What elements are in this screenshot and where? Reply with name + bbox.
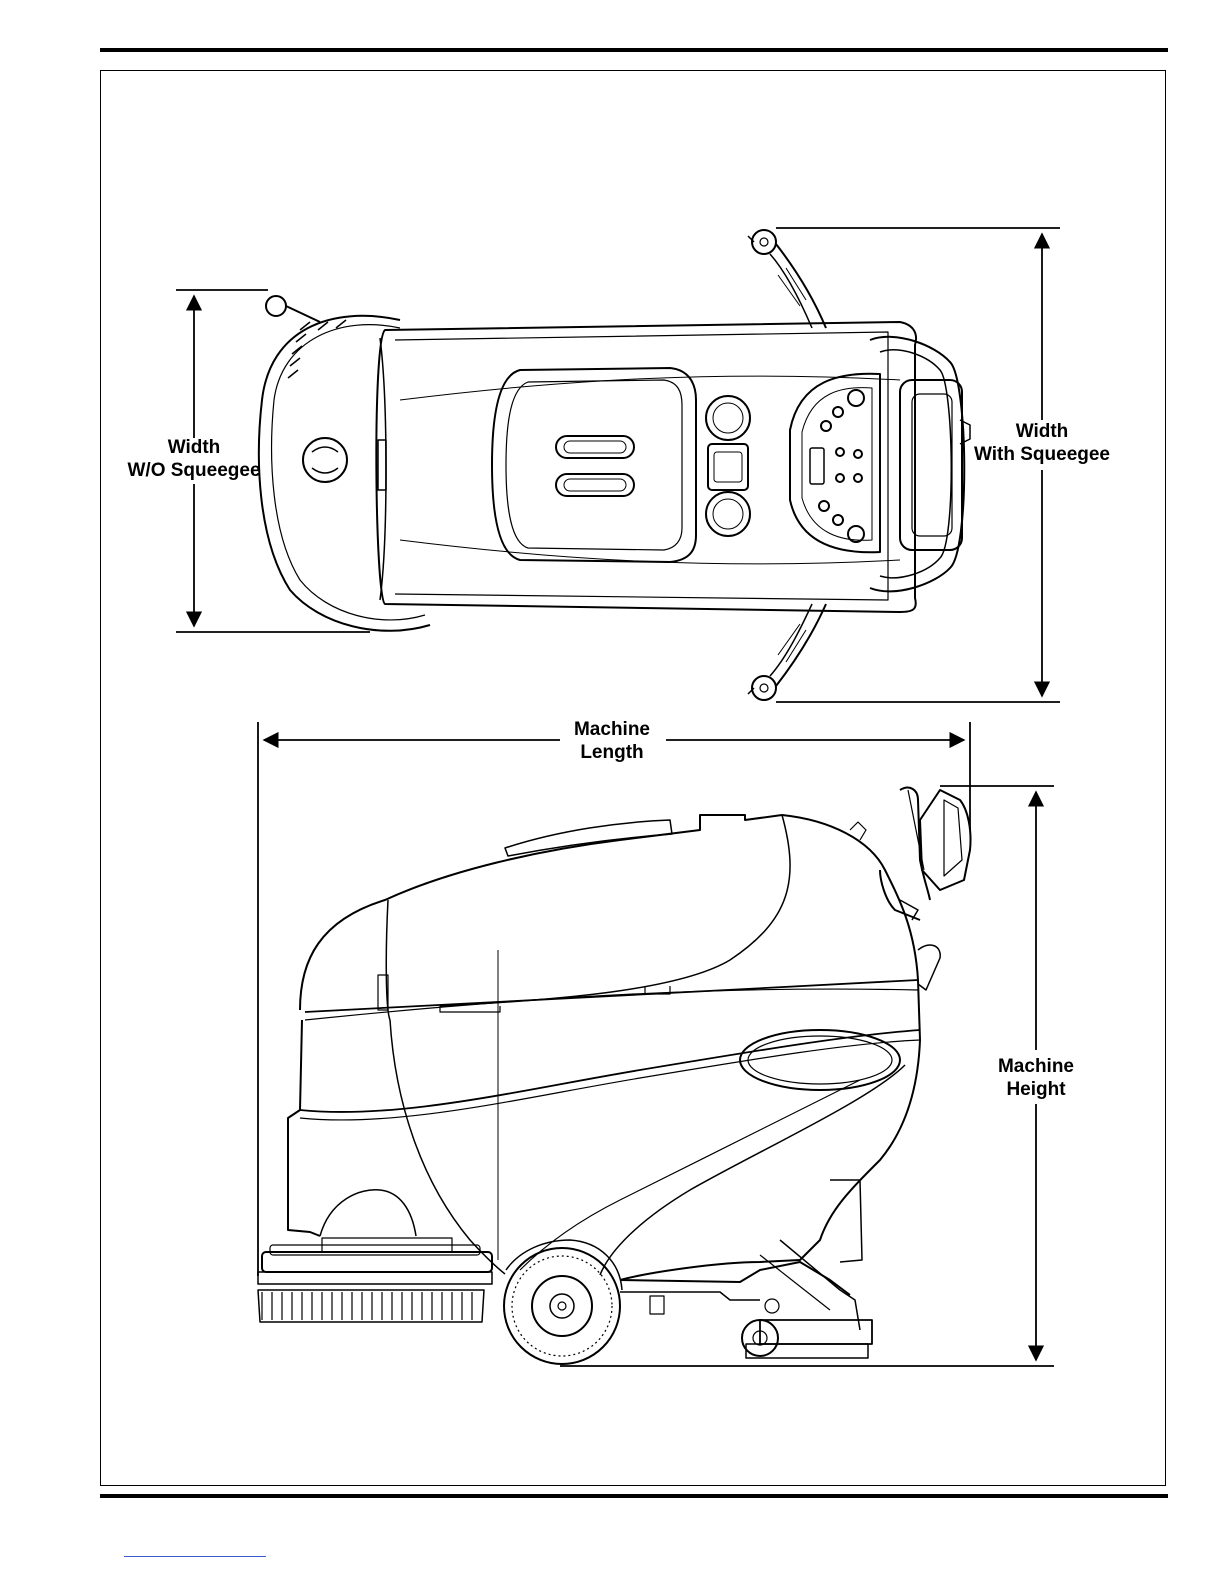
label-wo-squeegee: W/O Squeegee: [127, 460, 260, 481]
dimension-width-with-squeegee: [776, 228, 1060, 702]
side-view-drawing: [258, 788, 971, 1364]
label-width-line1: Width: [168, 437, 221, 458]
squeegee-wheel-top: [752, 230, 776, 254]
label-machine-height-line1: Machine: [998, 1056, 1074, 1077]
label-width-line2: Width: [1016, 421, 1069, 442]
label-height: Height: [1006, 1079, 1066, 1100]
dimension-machine-height: [560, 786, 1054, 1366]
drive-wheel: [504, 1248, 620, 1364]
label-machine-length-line1: Machine: [574, 719, 650, 740]
top-view-drawing: [259, 230, 970, 700]
dimension-machine-length: [258, 722, 970, 1276]
label-length: Length: [580, 742, 643, 763]
squeegee-wheel-bottom: [752, 676, 776, 700]
label-with-squeegee: With Squeegee: [974, 444, 1110, 465]
brand-logo-icon: [303, 438, 347, 482]
brush-bristles: [258, 1290, 484, 1322]
